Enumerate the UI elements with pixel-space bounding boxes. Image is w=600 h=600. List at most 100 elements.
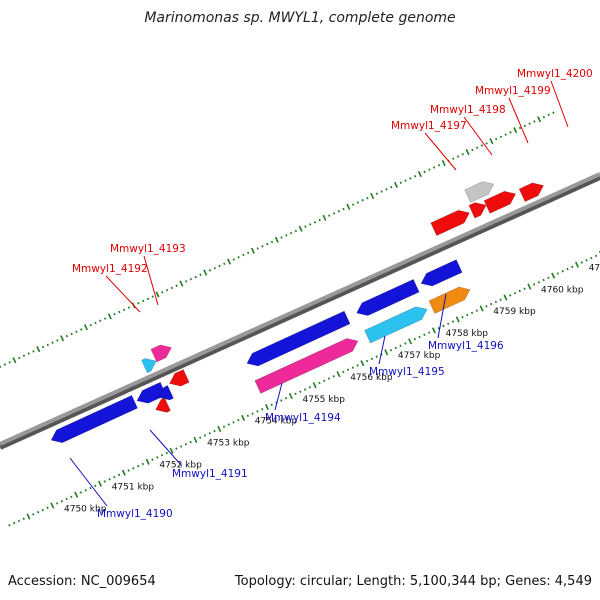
minor-tick bbox=[79, 491, 83, 494]
minor-tick bbox=[342, 207, 345, 211]
major-tick bbox=[241, 414, 246, 422]
minor-tick bbox=[533, 120, 536, 123]
kbp-tick-label: 4752 kbp bbox=[159, 461, 202, 471]
gene-label-mmwyl1-4191: Mmwyl1_4191 bbox=[172, 468, 248, 480]
minor-tick bbox=[346, 368, 350, 372]
minor-tick bbox=[442, 324, 445, 328]
minor-tick bbox=[375, 192, 379, 195]
leader-line bbox=[105, 275, 141, 313]
minor-tick bbox=[208, 269, 212, 272]
minor-tick bbox=[56, 339, 59, 342]
major-tick bbox=[408, 338, 413, 345]
minor-tick bbox=[504, 133, 507, 136]
leader-line bbox=[437, 293, 447, 339]
minor-tick bbox=[547, 276, 550, 280]
minor-tick bbox=[113, 312, 116, 316]
gene-arrow-mmwyl1-4200 bbox=[518, 182, 544, 203]
major-tick bbox=[227, 258, 232, 265]
minor-tick bbox=[189, 277, 193, 281]
gene-arrow bbox=[169, 369, 190, 387]
minor-tick bbox=[328, 214, 331, 217]
minor-tick bbox=[370, 357, 374, 361]
minor-tick bbox=[218, 264, 221, 268]
kbp-tick-label: 4759 kbp bbox=[493, 307, 536, 317]
minor-tick bbox=[94, 321, 97, 325]
minor-tick bbox=[556, 272, 560, 275]
minor-tick bbox=[332, 375, 335, 378]
minor-tick bbox=[60, 499, 63, 503]
major-tick bbox=[155, 291, 160, 298]
major-tick bbox=[107, 313, 112, 320]
gene-label-mmwyl1-4195: Mmwyl1_4195 bbox=[369, 366, 445, 378]
major-tick bbox=[298, 225, 303, 232]
major-tick bbox=[489, 138, 494, 145]
gene-arrow-mmwyl1-4193 bbox=[150, 344, 172, 363]
minor-tick bbox=[256, 247, 259, 250]
kbp-tick-label: 4756 kbp bbox=[350, 373, 393, 383]
major-tick bbox=[527, 283, 532, 290]
minor-tick bbox=[237, 418, 240, 422]
gene-label-mmwyl1-4192: Mmwyl1_4192 bbox=[72, 263, 148, 275]
minor-tick bbox=[542, 115, 546, 119]
minor-tick bbox=[409, 177, 412, 180]
minor-tick bbox=[580, 261, 583, 264]
minor-tick bbox=[433, 166, 436, 169]
major-tick bbox=[169, 447, 174, 454]
minor-tick bbox=[485, 142, 488, 145]
minor-tick bbox=[127, 306, 131, 309]
minor-tick bbox=[495, 137, 498, 141]
minor-tick bbox=[351, 366, 354, 369]
minor-tick bbox=[518, 289, 521, 293]
minor-tick bbox=[513, 291, 517, 295]
gene-arrow bbox=[464, 181, 495, 203]
minor-tick bbox=[89, 323, 92, 327]
major-tick bbox=[360, 360, 365, 367]
minor-tick bbox=[103, 317, 107, 320]
major-tick bbox=[264, 403, 269, 411]
gene-arrow-mmwyl1-4195 bbox=[356, 278, 420, 316]
minor-tick bbox=[385, 188, 388, 191]
minor-tick bbox=[552, 111, 555, 114]
gene-arrow-mmwyl1-4197 bbox=[430, 209, 470, 237]
minor-tick bbox=[189, 440, 192, 444]
kbp-tick-label: 4760 kbp bbox=[541, 285, 584, 295]
minor-tick bbox=[65, 334, 69, 338]
minor-tick bbox=[142, 299, 145, 303]
gene-arrow-mmwyl1-4190 bbox=[50, 395, 138, 444]
minor-tick bbox=[94, 484, 97, 488]
major-tick bbox=[50, 502, 55, 509]
minor-tick bbox=[32, 513, 35, 516]
minor-tick bbox=[118, 310, 121, 314]
minor-tick bbox=[528, 122, 531, 125]
minor-tick bbox=[356, 364, 359, 367]
minor-tick bbox=[194, 275, 197, 279]
minor-tick bbox=[590, 256, 593, 260]
minor-tick bbox=[242, 253, 245, 257]
minor-tick bbox=[161, 291, 164, 294]
major-tick bbox=[513, 127, 518, 134]
minor-tick bbox=[137, 301, 140, 305]
minor-tick bbox=[227, 423, 230, 426]
gene-arrow bbox=[254, 338, 359, 394]
minor-tick bbox=[132, 467, 135, 470]
major-tick bbox=[479, 305, 484, 312]
minor-tick bbox=[456, 155, 460, 158]
major-tick bbox=[203, 269, 208, 276]
major-tick bbox=[441, 160, 446, 167]
minor-tick bbox=[404, 179, 407, 182]
accession-label: Accession: NC_009654 bbox=[8, 574, 156, 589]
minor-tick bbox=[523, 124, 526, 128]
leader-line bbox=[550, 80, 569, 128]
major-tick bbox=[145, 458, 150, 465]
minor-tick bbox=[160, 453, 164, 457]
major-tick bbox=[346, 203, 351, 210]
minor-tick bbox=[151, 458, 154, 461]
minor-tick bbox=[27, 352, 30, 355]
major-tick bbox=[12, 357, 17, 364]
gene-arrow-mmwyl1-4199 bbox=[483, 190, 517, 214]
minor-tick bbox=[185, 280, 188, 283]
minor-tick bbox=[499, 135, 503, 139]
minor-tick bbox=[480, 144, 484, 147]
gene-arrow bbox=[155, 397, 171, 413]
